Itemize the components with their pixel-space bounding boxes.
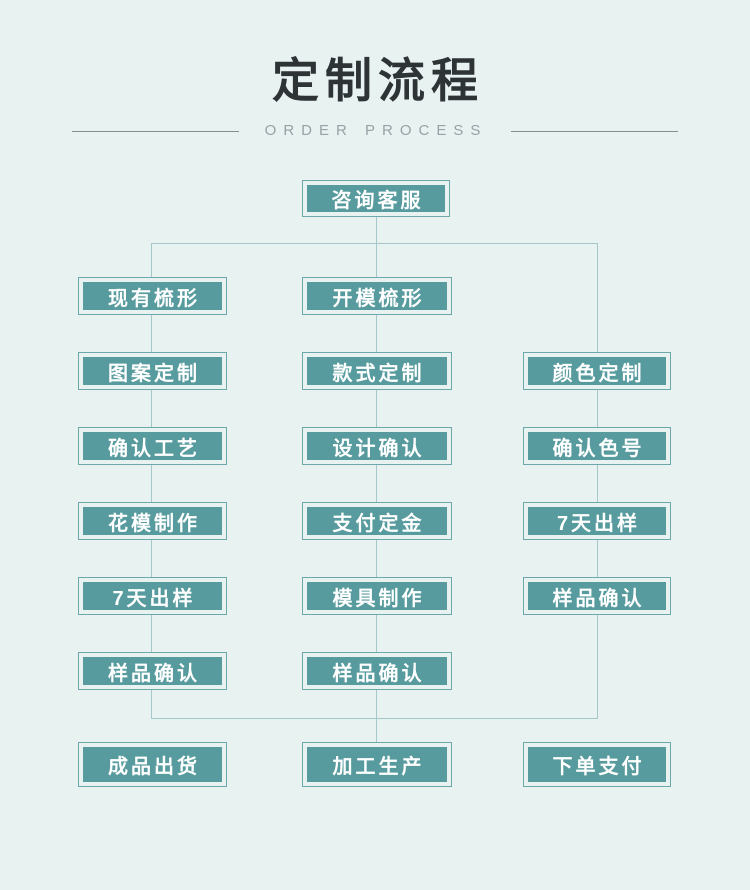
- subtitle-row: ORDER PROCESS: [72, 122, 679, 139]
- node-label: 咨询客服: [307, 185, 445, 212]
- node-label: 7天出样: [83, 582, 222, 610]
- page-subtitle: ORDER PROCESS: [264, 122, 488, 139]
- node-7day-sample-right: 7天出样: [523, 502, 671, 540]
- node-label: 成品出货: [83, 747, 222, 782]
- connector-line: [597, 465, 598, 502]
- node-label: 支付定金: [307, 507, 447, 535]
- node-sample-confirm-right: 样品确认: [523, 577, 671, 615]
- connector-line: [597, 615, 598, 718]
- connector-line: [376, 390, 377, 427]
- connector-line: [376, 315, 377, 352]
- subtitle-line-right: [511, 130, 679, 132]
- connector-line: [376, 465, 377, 502]
- node-consult-service: 咨询客服: [302, 180, 450, 217]
- node-style-custom: 款式定制: [302, 352, 452, 390]
- connector-line: [597, 243, 598, 352]
- node-pay-deposit: 支付定金: [302, 502, 452, 540]
- subtitle-line-left: [72, 130, 239, 132]
- node-label: 样品确认: [83, 657, 222, 685]
- node-order-payment: 下单支付: [523, 742, 671, 787]
- connector-line: [151, 465, 152, 502]
- node-label: 加工生产: [307, 747, 447, 782]
- page-title: 定制流程: [272, 54, 484, 107]
- node-sample-confirm-left: 样品确认: [78, 652, 227, 690]
- connector-line: [376, 690, 377, 742]
- node-mold-making: 模具制作: [302, 577, 452, 615]
- connector-line: [151, 243, 152, 277]
- connector-line: [151, 315, 152, 352]
- connector-line: [376, 217, 377, 243]
- node-label: 下单支付: [528, 747, 666, 782]
- connector-line: [151, 390, 152, 427]
- connector-line: [151, 690, 152, 718]
- node-label: 7天出样: [528, 507, 666, 535]
- node-ship-finished-goods: 成品出货: [78, 742, 227, 787]
- node-label: 花模制作: [83, 507, 222, 535]
- connector-line: [151, 243, 598, 244]
- node-label: 样品确认: [307, 657, 447, 685]
- node-label: 颜色定制: [528, 357, 666, 385]
- node-7day-sample-left: 7天出样: [78, 577, 227, 615]
- connector-line: [376, 540, 377, 577]
- node-label: 开模梳形: [307, 282, 447, 310]
- node-existing-comb: 现有梳形: [78, 277, 227, 315]
- node-label: 现有梳形: [83, 282, 222, 310]
- node-confirm-craft: 确认工艺: [78, 427, 227, 465]
- node-open-mold-comb: 开模梳形: [302, 277, 452, 315]
- node-confirm-color-number: 确认色号: [523, 427, 671, 465]
- node-processing-production: 加工生产: [302, 742, 452, 787]
- connector-line: [597, 390, 598, 427]
- connector-line: [151, 718, 598, 719]
- node-label: 设计确认: [307, 432, 447, 460]
- node-sample-confirm-mid: 样品确认: [302, 652, 452, 690]
- node-pattern-custom: 图案定制: [78, 352, 227, 390]
- node-label: 模具制作: [307, 582, 447, 610]
- node-label: 确认工艺: [83, 432, 222, 460]
- connector-line: [151, 615, 152, 652]
- node-label: 图案定制: [83, 357, 222, 385]
- node-color-custom: 颜色定制: [523, 352, 671, 390]
- node-design-confirm: 设计确认: [302, 427, 452, 465]
- connector-line: [151, 540, 152, 577]
- connector-line: [597, 540, 598, 577]
- node-label: 样品确认: [528, 582, 666, 610]
- connector-line: [376, 615, 377, 652]
- node-label: 款式定制: [307, 357, 447, 385]
- node-label: 确认色号: [528, 432, 666, 460]
- connector-line: [376, 243, 377, 277]
- node-flower-mold-making: 花模制作: [78, 502, 227, 540]
